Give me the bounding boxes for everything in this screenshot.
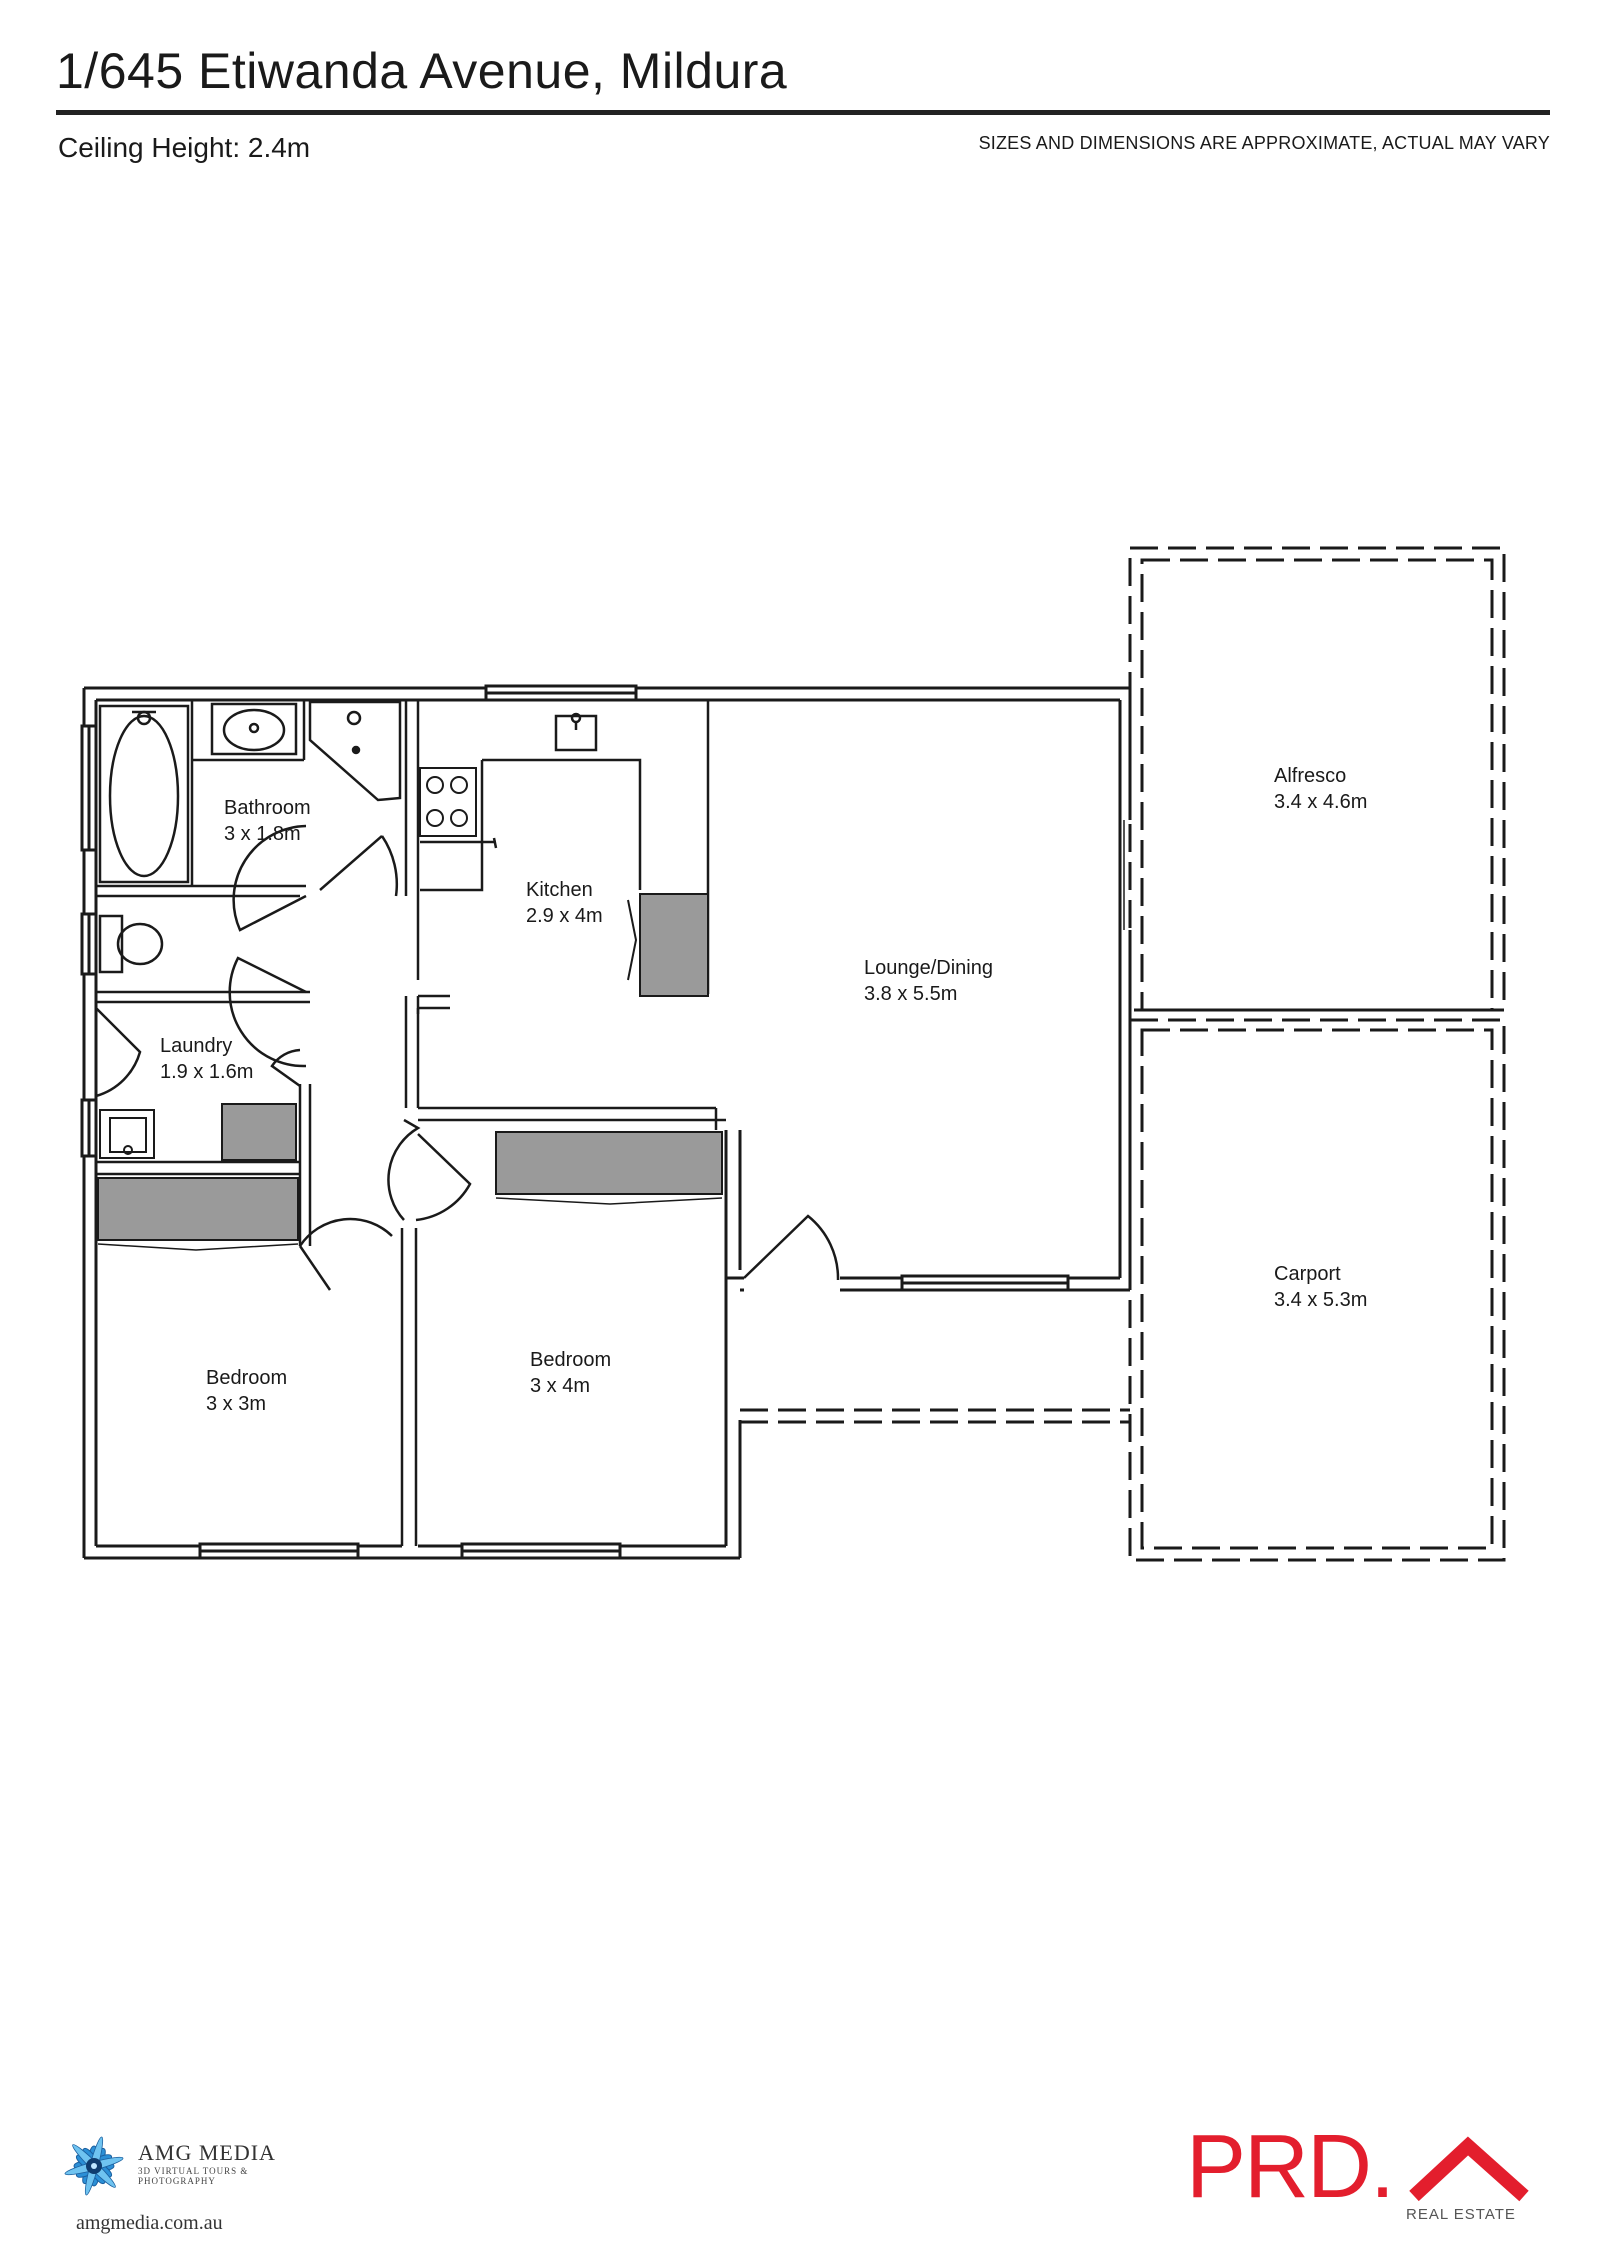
kitchen-counter bbox=[420, 758, 642, 892]
alfresco-dashed bbox=[1128, 546, 1506, 1012]
room-labels: Bathroom 3 x 1.8m Kitchen 2.9 x 4m Loung… bbox=[160, 765, 1367, 1415]
laundry-tub-icon bbox=[99, 1109, 155, 1159]
carport-dashed bbox=[740, 1018, 1506, 1562]
toilet-icon bbox=[98, 914, 164, 974]
windows bbox=[80, 684, 1070, 1560]
prd-wordmark: PRD. bbox=[1186, 2117, 1395, 2217]
room-size: 2.9 x 4m bbox=[526, 905, 603, 927]
stove-icon bbox=[419, 767, 477, 837]
prd-real-estate-logo: PRD. REAL ESTATE bbox=[1184, 2122, 1544, 2238]
room-size: 3 x 4m bbox=[530, 1375, 590, 1397]
amg-tagline: 3D VIRTUAL TOURS & PHOTOGRAPHY bbox=[138, 2166, 249, 2186]
room-size: 1.9 x 1.6m bbox=[160, 1061, 253, 1083]
room-name: Lounge/Dining bbox=[864, 957, 993, 979]
amg-mandala-icon bbox=[64, 2136, 124, 2196]
dimensions-disclaimer: SIZES AND DIMENSIONS ARE APPROXIMATE, AC… bbox=[978, 133, 1550, 153]
room-name: Kitchen bbox=[526, 879, 593, 901]
ceiling-height: Ceiling Height: 2.4m bbox=[58, 132, 311, 163]
kitchen-island bbox=[627, 893, 709, 997]
room-size: 3.4 x 4.6m bbox=[1274, 791, 1367, 813]
room-name: Bedroom bbox=[206, 1367, 287, 1389]
basin-icon bbox=[210, 702, 298, 756]
shower-icon bbox=[308, 700, 402, 802]
room-name: Carport bbox=[1274, 1263, 1341, 1285]
room-size: 3 x 3m bbox=[206, 1393, 266, 1415]
laundry-cabinet bbox=[221, 1103, 297, 1161]
sink-icon bbox=[554, 712, 598, 752]
amg-media-logo: AMG MEDIA 3D VIRTUAL TOURS & PHOTOGRAPHY… bbox=[54, 2128, 314, 2238]
room-size: 3.8 x 5.5m bbox=[864, 983, 957, 1005]
room-name: Laundry bbox=[160, 1035, 232, 1057]
wardrobe-bedroom-2 bbox=[495, 1131, 723, 1195]
room-name: Bathroom bbox=[224, 797, 311, 819]
title-divider bbox=[56, 110, 1550, 115]
page-title: 1/645 Etiwanda Avenue, Mildura bbox=[56, 43, 788, 99]
bathtub-icon bbox=[98, 704, 190, 884]
room-name: Alfresco bbox=[1274, 765, 1346, 787]
room-size: 3 x 1.8m bbox=[224, 823, 301, 845]
room-name: Bedroom bbox=[530, 1349, 611, 1371]
prd-roof-icon bbox=[1409, 2136, 1529, 2202]
prd-subtitle: REAL ESTATE bbox=[1406, 2206, 1516, 2223]
wardrobe-bedroom-1 bbox=[97, 1177, 299, 1241]
room-size: 3.4 x 5.3m bbox=[1274, 1289, 1367, 1311]
amg-website: amgmedia.com.au bbox=[76, 2212, 223, 2234]
doors bbox=[95, 824, 840, 1291]
amg-brand-name: AMG MEDIA bbox=[138, 2140, 276, 2165]
